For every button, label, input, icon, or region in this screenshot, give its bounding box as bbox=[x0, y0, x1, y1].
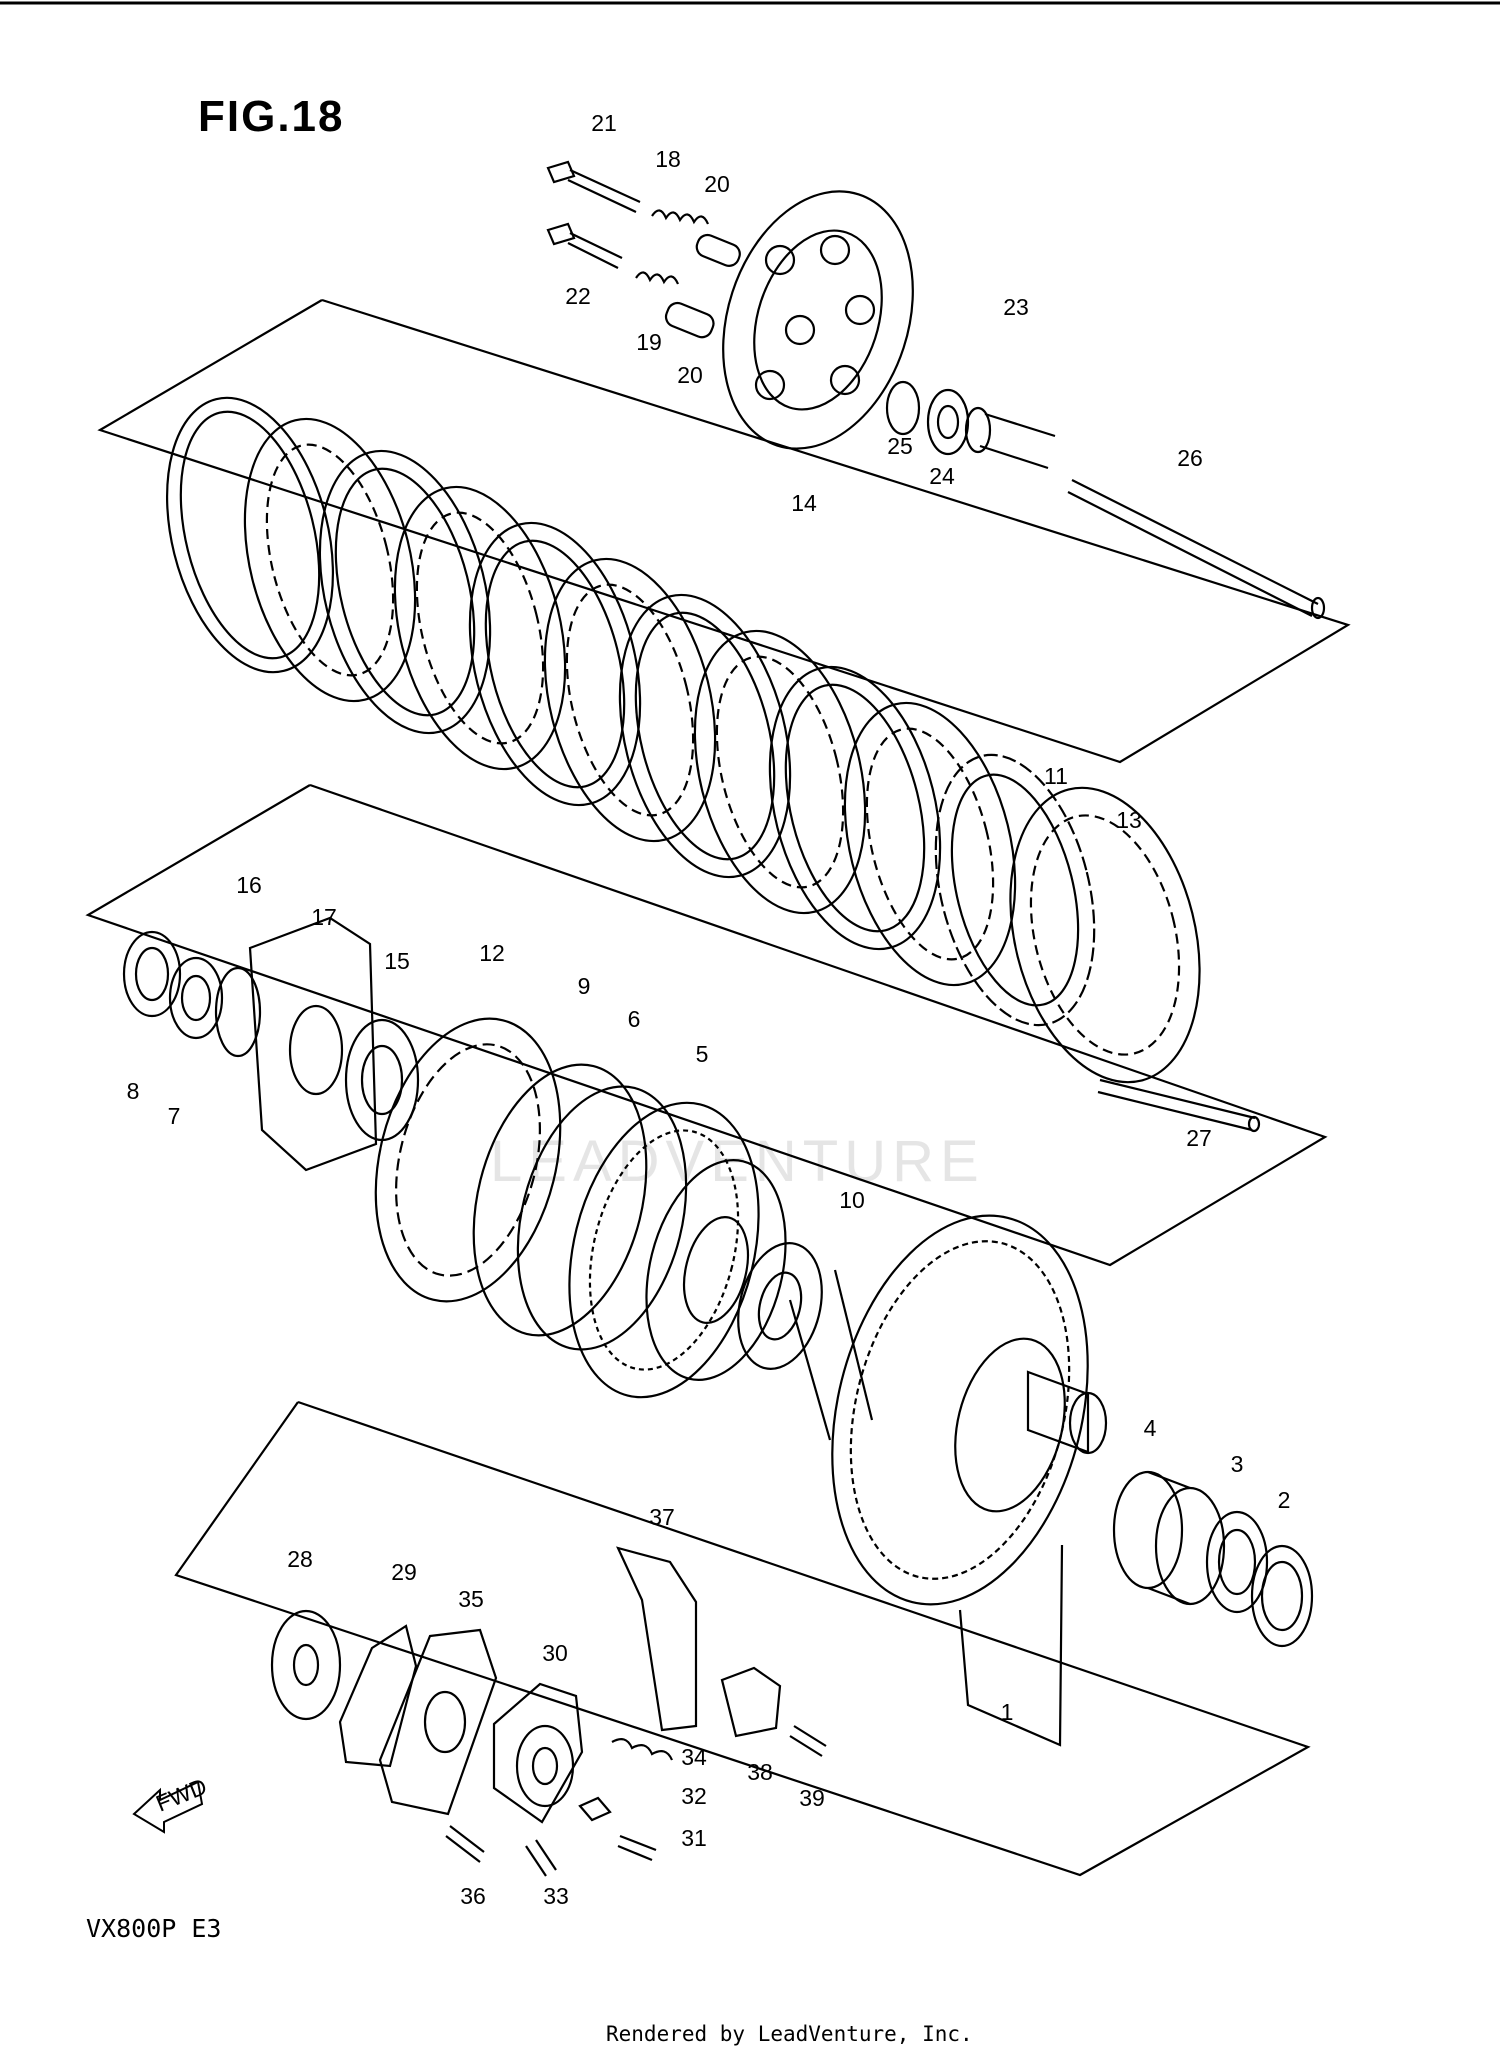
callout-11: 11 bbox=[1044, 763, 1068, 789]
callout-28: 28 bbox=[287, 1546, 313, 1572]
callout-30: 30 bbox=[542, 1640, 568, 1666]
callout-24: 24 bbox=[929, 463, 955, 489]
callout-16: 16 bbox=[236, 872, 262, 898]
callout-17: 17 bbox=[311, 904, 337, 930]
model-label: VX800P E3 bbox=[86, 1914, 222, 1943]
watermark: LEADVENTURE bbox=[490, 1129, 985, 1194]
callout-5: 5 bbox=[696, 1041, 709, 1067]
fwd-arrow-icon bbox=[132, 1780, 204, 1834]
callout-10: 10 bbox=[839, 1187, 865, 1213]
frame-upper bbox=[97, 298, 1351, 764]
callout-21: 21 bbox=[591, 110, 617, 136]
callout-19: 19 bbox=[636, 329, 662, 355]
figure-title: FIG.18 bbox=[198, 92, 345, 141]
callout-35: 35 bbox=[458, 1586, 484, 1612]
callout-26: 26 bbox=[1177, 445, 1203, 471]
callout-39: 39 bbox=[799, 1785, 825, 1811]
release-mechanism bbox=[270, 1546, 827, 1877]
callout-7: 7 bbox=[168, 1103, 181, 1129]
callout-36: 36 bbox=[460, 1883, 486, 1909]
callout-25: 25 bbox=[887, 433, 913, 459]
callout-32: 32 bbox=[681, 1783, 707, 1809]
callout-3: 3 bbox=[1231, 1451, 1244, 1477]
release-assembly bbox=[885, 380, 1326, 620]
frame-middle bbox=[85, 783, 1328, 1267]
bolts-and-springs bbox=[546, 160, 741, 339]
clutch-hub bbox=[374, 1017, 787, 1399]
clutch-housing bbox=[788, 1214, 1108, 1606]
callout-9: 9 bbox=[578, 973, 591, 999]
thrust-washer bbox=[737, 1242, 823, 1370]
callout-12: 12 bbox=[479, 940, 505, 966]
frame-lower bbox=[174, 1400, 1311, 1877]
callout-38: 38 bbox=[747, 1759, 773, 1785]
clutch-plate-stack bbox=[165, 396, 1201, 1084]
callout-15: 15 bbox=[384, 948, 410, 974]
callout-33: 33 bbox=[543, 1883, 569, 1909]
callout-20: 20 bbox=[704, 171, 730, 197]
callout-6: 6 bbox=[628, 1006, 641, 1032]
callout-20: 20 bbox=[677, 362, 703, 388]
callout-14: 14 bbox=[791, 490, 817, 516]
callout-8: 8 bbox=[127, 1078, 140, 1104]
callout-34: 34 bbox=[681, 1744, 707, 1770]
hub-small-parts bbox=[122, 916, 420, 1172]
callout-22: 22 bbox=[565, 283, 591, 309]
callout-18: 18 bbox=[655, 146, 681, 172]
callout-37: 37 bbox=[649, 1504, 675, 1530]
credit-line: Rendered by LeadVenture, Inc. bbox=[606, 2022, 973, 2046]
callout-29: 29 bbox=[391, 1559, 417, 1585]
callout-2: 2 bbox=[1278, 1487, 1291, 1513]
callout-31: 31 bbox=[681, 1825, 707, 1851]
callout-1: 1 bbox=[1001, 1699, 1014, 1725]
pressure-plate bbox=[722, 190, 914, 450]
callout-23: 23 bbox=[1003, 294, 1029, 320]
fwd-label: FWD bbox=[152, 1773, 210, 1817]
needle-bearing-set bbox=[1112, 1470, 1314, 1648]
callout-27: 27 bbox=[1186, 1125, 1212, 1151]
callout-13: 13 bbox=[1116, 807, 1142, 833]
push-rod bbox=[1097, 1078, 1261, 1133]
callout-4: 4 bbox=[1144, 1415, 1157, 1441]
